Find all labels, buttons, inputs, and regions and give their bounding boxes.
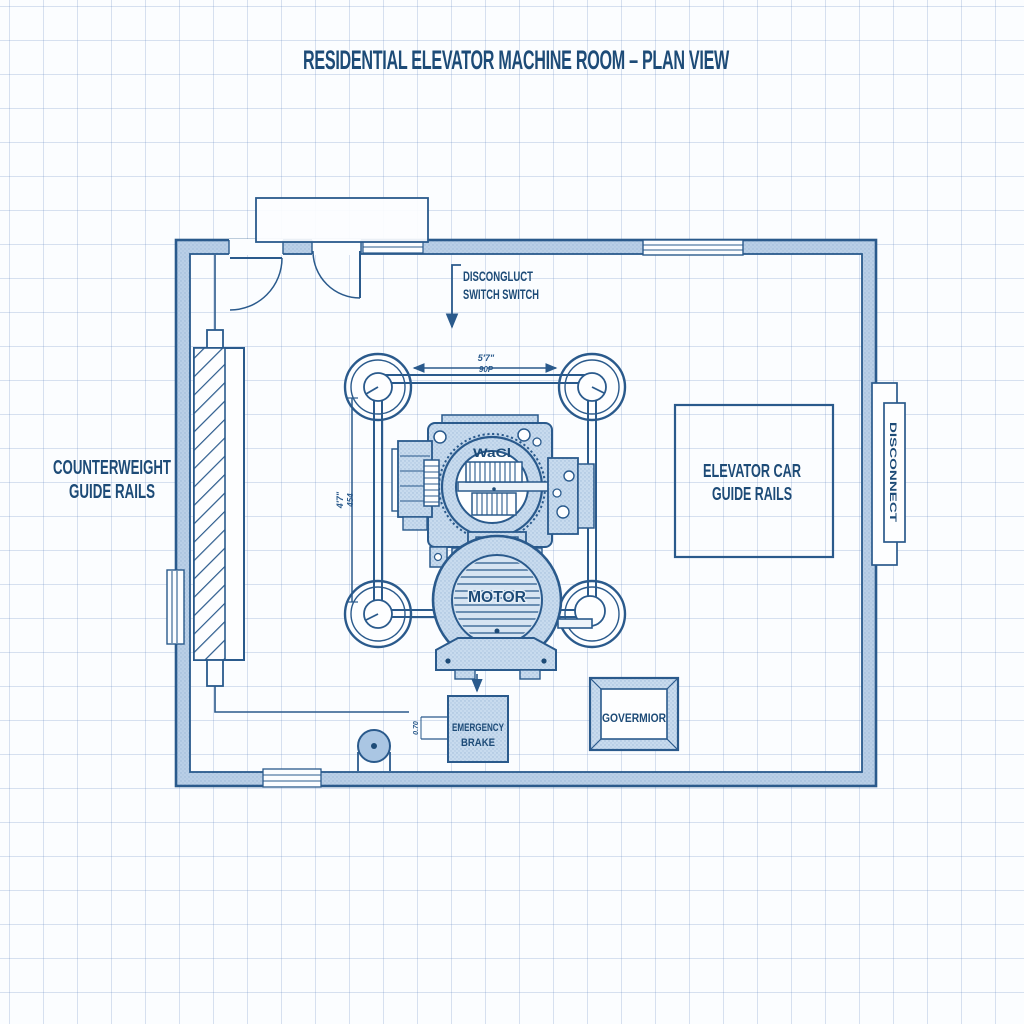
emergency-brake-box: EMERGENCY BRAKE	[447, 695, 509, 763]
door-right	[312, 250, 361, 299]
motor: MOTOR	[431, 531, 593, 680]
rail-to-brake-line	[214, 686, 409, 713]
bottom-wall-window	[262, 768, 322, 788]
disconnect-switch-label-line2: SWITCH SWITCH	[463, 286, 539, 302]
sheave-assembly	[343, 352, 627, 649]
motor-sheave-arm	[557, 618, 593, 629]
coupling-upper	[465, 461, 523, 483]
disconnect-switch-label-line1: DISCONGLUCT	[463, 268, 533, 284]
brake-offset-dim: 0.70	[413, 721, 420, 735]
rail-top-stub	[206, 329, 224, 349]
left-height-dimension: 4'7" 454	[335, 397, 358, 603]
rail-hatched-section	[193, 347, 226, 661]
top-dim-line1: 5'7"	[478, 353, 495, 363]
counterweight-label-line2: GUIDE RAILS	[69, 481, 155, 503]
disconnect-switch-callout: DISCONGLUCT SWITCH SWITCH	[445, 264, 539, 329]
motor-label: MOTOR	[468, 589, 526, 606]
door-opening-left	[229, 239, 283, 255]
left-wall-window	[166, 569, 185, 645]
door-left	[229, 257, 283, 311]
motor-base	[435, 637, 557, 671]
counterweight-label: COUNTERWEIGHT GUIDE RAILS	[53, 457, 171, 503]
elevator-rails-label-line2: GUIDE RAILS	[712, 484, 792, 504]
door-right-swing-arc	[312, 250, 361, 299]
svg-text:0.70: 0.70	[413, 721, 420, 735]
right-bearing-bracket	[547, 457, 595, 535]
wall-disconnect-label: DISCONNECT	[887, 422, 898, 522]
disconnect-leader-arrow	[445, 264, 461, 329]
top-wall-alcove	[255, 197, 429, 243]
emergency-brake-label-line1: EMERGENCY	[452, 722, 504, 734]
elevator-rails-label-line1: ELEVATOR CAR	[703, 461, 801, 481]
gear-marking-text: WaCl	[473, 446, 511, 460]
top-wall-window-right	[642, 239, 744, 256]
room-inner-outline	[189, 253, 863, 773]
counterweight-guide-rail: 0.70	[193, 255, 447, 740]
coupling-lower	[471, 492, 517, 516]
rail-bottom-stub	[206, 659, 224, 687]
top-width-dimension: 5'7" 90P	[412, 353, 558, 374]
top-dim-line2: 90P	[479, 365, 494, 374]
door-left-swing-arc	[229, 257, 283, 311]
governor-box: GOVERMIOR	[588, 676, 680, 752]
doors	[229, 250, 361, 311]
left-dim-line1: 4'7"	[335, 491, 345, 509]
governor-label: GOVERMIOR	[602, 711, 666, 725]
counterweight-label-line1: COUNTERWEIGHT	[53, 457, 171, 479]
door-opening-right	[312, 239, 361, 255]
wall-disconnect-unit: DISCONNECT	[871, 382, 906, 566]
emergency-brake-label-line2: BRAKE	[461, 737, 495, 749]
floor-pulley	[357, 729, 391, 771]
left-bearing-block	[391, 440, 440, 531]
page-title: RESIDENTIAL ELEVATOR MACHINE ROOM – PLAN…	[303, 45, 730, 75]
left-dim-line2: 454	[346, 493, 355, 508]
elevator-car-rails-box: ELEVATOR CAR GUIDE RAILS	[673, 403, 835, 559]
